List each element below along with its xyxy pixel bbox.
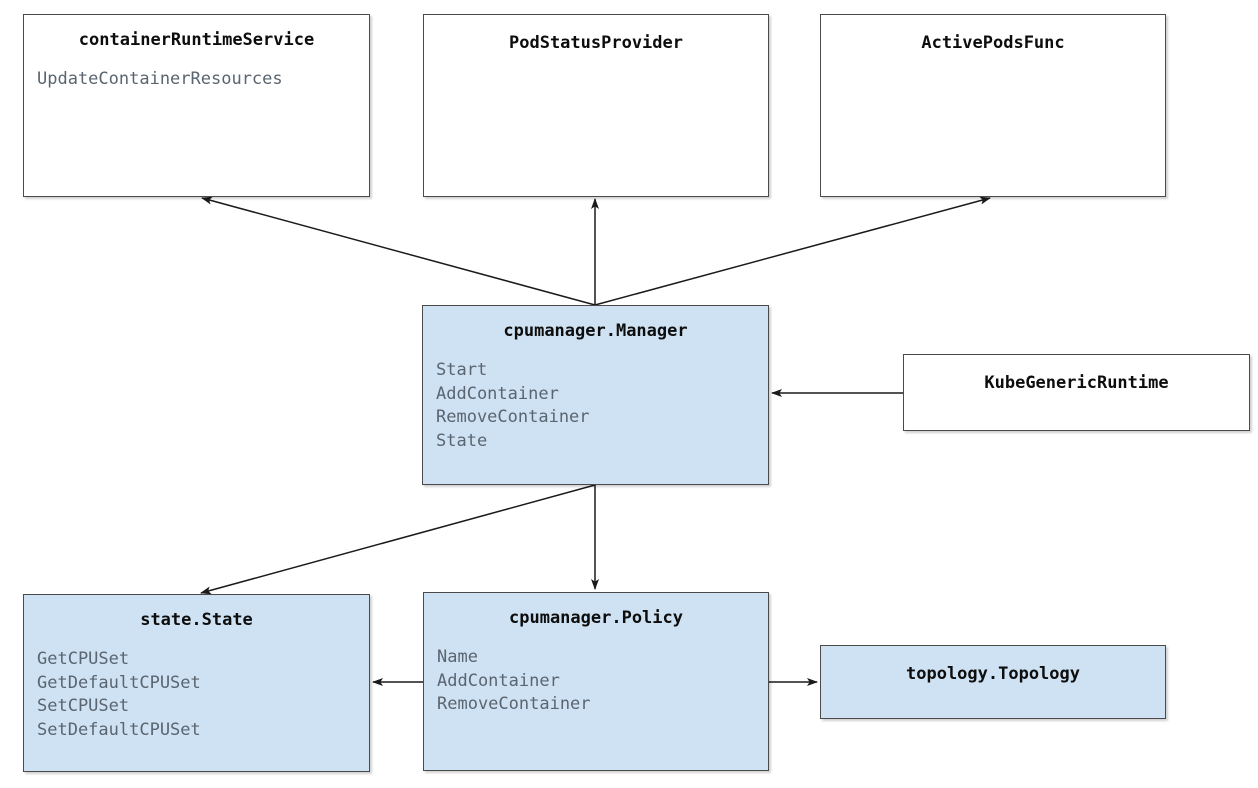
node-title: PodStatusProvider bbox=[509, 33, 683, 53]
edge-manager-to-stateState bbox=[200, 484, 596, 595]
node-member-list: UpdateContainerResources bbox=[24, 68, 369, 92]
edge-manager-to-activePodsFunc bbox=[594, 196, 991, 306]
node-member: RemoveContainer bbox=[436, 407, 590, 427]
node-member: State bbox=[436, 430, 488, 451]
node-member: UpdateContainerResources bbox=[37, 69, 283, 89]
edge-manager-to-containerRuntimeService bbox=[201, 196, 596, 306]
node-member: Start bbox=[436, 360, 488, 380]
node-member: GetDefaultCPUSet bbox=[37, 672, 201, 693]
node-title: cpumanager.Manager bbox=[503, 321, 688, 341]
node-title: KubeGenericRuntime bbox=[984, 373, 1169, 393]
node-title: ActivePodsFunc bbox=[921, 33, 1065, 53]
node-podStatusProvider[interactable]: PodStatusProvider bbox=[423, 14, 769, 197]
node-title: cpumanager.Policy bbox=[509, 608, 683, 628]
node-title: topology.Topology bbox=[906, 664, 1080, 684]
node-activePodsFunc[interactable]: ActivePodsFunc bbox=[820, 14, 1166, 197]
node-member: SetDefaultCPUSet bbox=[37, 719, 201, 740]
node-topologyTopology[interactable]: topology.Topology bbox=[820, 645, 1166, 719]
node-member: RemoveContainer bbox=[437, 694, 591, 714]
node-title: containerRuntimeService bbox=[78, 30, 315, 50]
node-title: state.State bbox=[140, 610, 253, 630]
node-member: GetCPUSet bbox=[37, 649, 130, 669]
node-member: AddContainer bbox=[437, 670, 560, 691]
node-member: AddContainer bbox=[436, 383, 559, 404]
node-kubeGenericRuntime[interactable]: KubeGenericRuntime bbox=[903, 354, 1250, 431]
node-member: Name bbox=[437, 647, 478, 667]
node-member: SetCPUSet bbox=[37, 696, 130, 716]
